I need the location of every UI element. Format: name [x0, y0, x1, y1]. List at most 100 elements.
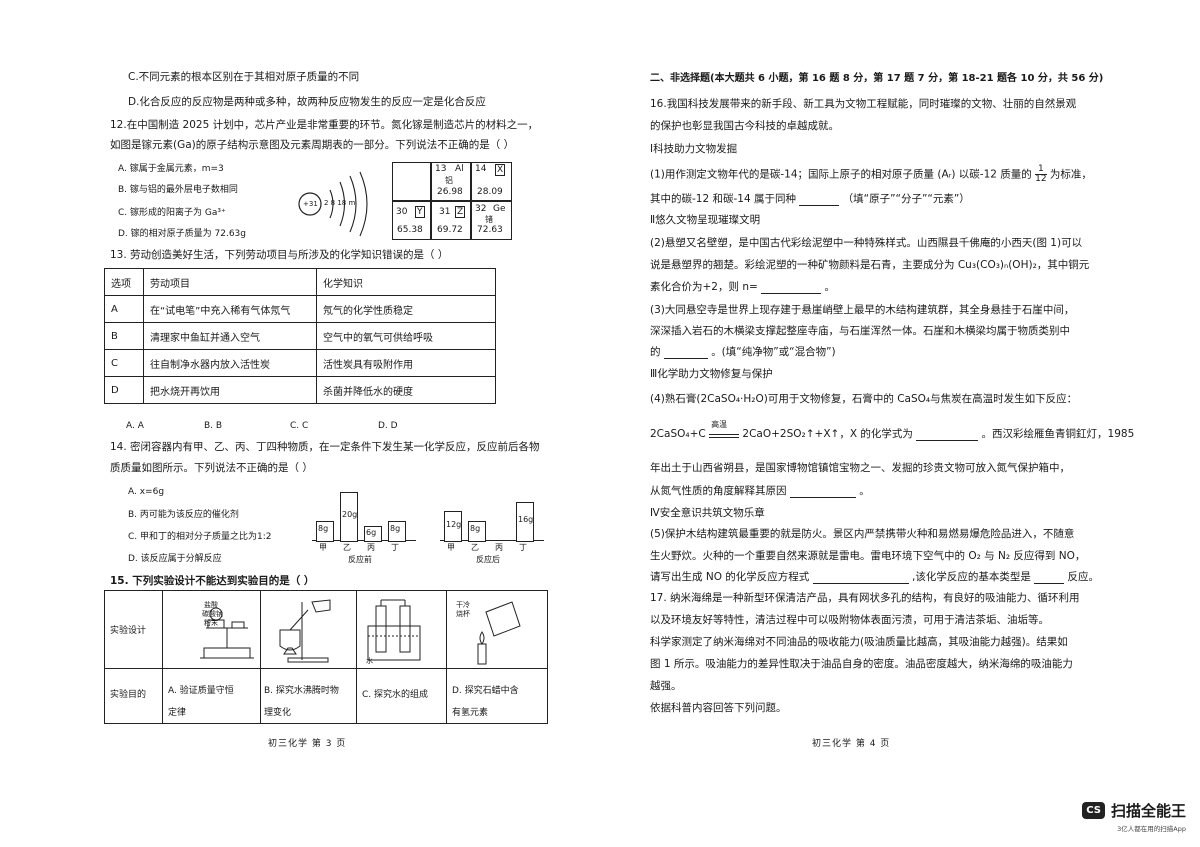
boiling-apparatus-icon — [279, 599, 331, 663]
ge-mass: 72.63 — [477, 225, 503, 235]
camscanner-watermark: CS 扫描全能王 3亿人都在用的扫描App — [1082, 800, 1186, 833]
q16-1-text-c: 其中的碳-12 和碳-14 属于同种 — [650, 193, 796, 205]
q17-line3: 科学家测定了纳米海绵对不同油品的吸收能力(吸油质量比越高，其吸油能力越强)。结果… — [650, 636, 1068, 648]
before-category-label: 乙 — [343, 543, 351, 552]
before-bar — [340, 492, 358, 542]
table-cell: 空气中的氧气可供给呼吸 — [316, 322, 496, 350]
q12-option-a: A. 镓属于金属元素，m=3 — [118, 164, 224, 174]
q15-border — [104, 590, 548, 724]
equation-left: 2CaSO₄+C — [650, 428, 706, 440]
equals-sign — [709, 434, 740, 438]
answer-blank[interactable] — [789, 487, 856, 498]
q15-col-divider — [446, 590, 448, 723]
after-bar-value: 8g — [470, 524, 481, 534]
q15-d-label1: 干冷 — [456, 601, 470, 609]
pt-cell-x: 14 X 28.09 — [470, 162, 512, 202]
q16-5-text-d: ,该化学反应的基本类型是 — [911, 571, 1031, 583]
answer-blank[interactable] — [761, 283, 822, 294]
q15-col-divider — [162, 590, 164, 723]
before-category-label: 甲 — [319, 543, 327, 552]
electrolysis-apparatus-icon — [367, 599, 421, 661]
before-bar-value: 6g — [366, 527, 377, 537]
answer-blank[interactable] — [663, 348, 708, 359]
q12-option-c: C. 镓形成的阳离子为 Ga³⁺ — [118, 208, 226, 218]
watermark-brand: CS 扫描全能王 — [1082, 800, 1186, 821]
fraction-numerator: 1 — [1035, 165, 1047, 175]
answer-blank[interactable] — [812, 573, 909, 584]
after-bar — [516, 501, 534, 542]
q13-option-b: B. B — [204, 421, 223, 431]
x-symbol: X — [495, 164, 506, 176]
q15-row-divider — [104, 668, 547, 670]
table-cell: 氖气的化学性质稳定 — [316, 295, 496, 323]
pt-empty-cell — [392, 162, 432, 202]
q16-5-text-e: 反应。 — [1067, 571, 1100, 583]
subheading-3: Ⅲ化学助力文物修复与保护 — [650, 368, 773, 380]
table-cell: D — [104, 376, 144, 404]
answer-blank[interactable] — [1034, 573, 1065, 584]
table-cell: 把水烧开再饮用 — [143, 376, 317, 404]
q13-option-d: D. D — [378, 421, 398, 431]
q16-4-text-b: 。西汉彩绘雁鱼青铜釭灯，1985 — [981, 428, 1135, 440]
table-row: D 把水烧开再饮用 杀菌并降低水的硬度 — [104, 376, 496, 404]
after-bar-value: 16g — [518, 514, 534, 524]
after-axis — [440, 540, 544, 542]
q15-c-water-label: 水 — [366, 657, 373, 665]
atom-nucleus: +31 — [303, 200, 318, 208]
q15-goal-c: C. 探究水的组成 — [362, 690, 429, 700]
q12-stem-line1: 12.在中国制造 2025 计划中，芯片产业是非常重要的环节。氮化镓是制造芯片的… — [110, 119, 539, 131]
al-symbol: Al — [455, 164, 464, 174]
table-cell: 活性炭具有吸附作用 — [316, 349, 496, 377]
before-bar-value: 8g — [318, 524, 329, 534]
after-bar — [468, 520, 486, 542]
watermark-title: 扫描全能王 — [1110, 802, 1186, 820]
q13-stem: 13. 劳动创造美好生活，下列劳动项目与所涉及的化学知识错误的是（ ） — [110, 249, 449, 261]
q16-4-line3: 年出土于山西省朔县，是国家博物馆镇馆宝物之一、发掘的珍贵文物可放入氮气保护箱中， — [650, 462, 1070, 474]
before-bar — [364, 525, 382, 542]
before-bar — [316, 520, 334, 542]
z-number: 31 — [439, 207, 451, 217]
q14-option-c: C. 甲和丁的相对分子质量之比为1:2 — [128, 532, 272, 542]
q16-stem-line1: 16.我国科技发展带来的新手段、新工具为文物工程赋能，同时璀璨的文物、壮丽的自然… — [650, 98, 1077, 110]
y-mass: 65.38 — [397, 225, 423, 235]
right-page: 二、非选择题(本大题共 6 小题，第 16 题 8 分，第 17 题 7 分，第… — [600, 0, 1200, 847]
x-number: 14 — [475, 164, 487, 174]
q16-1-line1: (1)用作测定文物年代的是碳-14；国际上原子的相对原子质量 (Aᵣ) 以碳-1… — [650, 165, 1092, 184]
before-category-label: 丙 — [367, 543, 375, 552]
table-row: B 清理家中鱼缸并通入空气 空气中的氧气可供给呼吸 — [104, 322, 496, 350]
q16-1-text-b: 为标准， — [1049, 168, 1092, 181]
table-row: C 往自制净水器内放入活性炭 活性炭具有吸附作用 — [104, 349, 496, 377]
after-caption: 反应后 — [476, 555, 500, 564]
answer-blank[interactable] — [799, 195, 840, 206]
al-number: 13 — [435, 164, 447, 174]
q17-line4: 图 1 所示。吸油能力的差异性取决于油品自身的密度。油品密度越大，纳米海绵的吸油… — [650, 658, 1073, 670]
q16-4-equation: 2CaSO₄+C 高温 2CaO+2SO₂↑+X↑，X 的化学式为 。西汉彩绘雁… — [650, 420, 1135, 441]
before-bar-value: 20g — [342, 510, 358, 519]
after-category-label: 丁 — [519, 543, 527, 552]
chart-after-reaction: 12g甲8g乙x丙16g丁反应后 — [440, 482, 544, 564]
table-cell: 杀菌并降低水的硬度 — [316, 376, 496, 404]
fraction-1-12: 1 12 — [1035, 165, 1047, 184]
answer-blank[interactable] — [916, 430, 979, 441]
z-symbol: Z — [455, 206, 466, 218]
before-bar-value: 8g — [390, 524, 401, 534]
section-2-heading: 二、非选择题(本大题共 6 小题，第 16 题 8 分，第 17 题 7 分，第… — [650, 73, 1104, 84]
table-row: A 在“试电笔”中充入稀有气体氖气 氖气的化学性质稳定 — [104, 295, 496, 323]
header-activity: 劳动项目 — [143, 268, 317, 296]
q16-1-line2: 其中的碳-12 和碳-14 属于同种 （填“原子”“分子”“元素”） — [650, 192, 970, 206]
q16-4-line1: (4)熟石膏(2CaSO₄·H₂O)可用于文物修复，石膏中的 CaSO₄与焦炭在… — [650, 393, 1078, 405]
q16-5-line2: 生火野炊。火种的一个重要自然来源就是雷电。雷电环境下空气中的 O₂ 与 N₂ 反… — [650, 550, 1086, 562]
y-symbol: Y — [415, 206, 425, 218]
table-cell: 往自制净水器内放入活性炭 — [143, 349, 317, 377]
al-name: 铝 — [445, 176, 453, 185]
q15-a-powder-label: 粉末 — [204, 619, 218, 627]
q16-4-line4: 从氮气性质的角度解释其原因 。 — [650, 484, 870, 498]
ge-name: 锗 — [485, 215, 493, 224]
q15-stem: 15. 下列实验设计不能达到实验目的是（ ） — [110, 575, 315, 587]
q12-stem-line2: 如图是镓元素(Ga)的原子结构示意图及元素周期表的一部分。下列说法不正确的是（ … — [110, 139, 515, 151]
q15-d-label2: 烧杯 — [456, 610, 470, 618]
q13-option-c: C. C — [290, 421, 309, 431]
after-bar-value: 12g — [446, 519, 462, 529]
pt-cell-ge: 32 Ge 锗 72.63 — [470, 200, 512, 240]
x-mass: 28.09 — [477, 187, 503, 197]
